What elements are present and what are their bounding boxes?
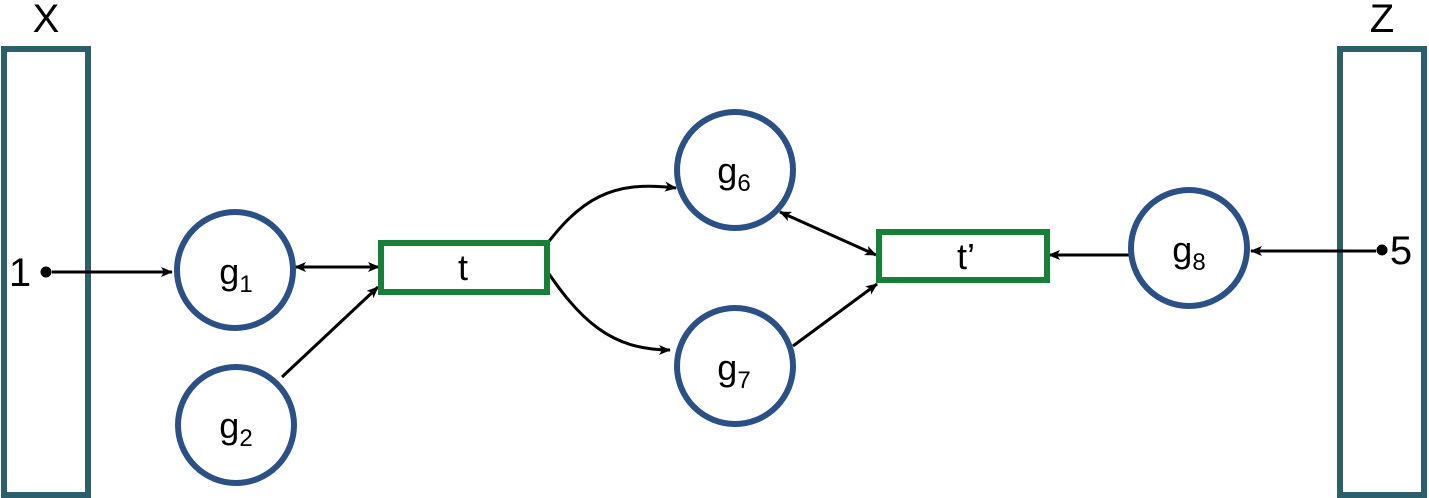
port-z-label: Z xyxy=(1370,0,1394,41)
place-g1-circle xyxy=(174,209,296,331)
transition-t-prime xyxy=(876,229,1050,283)
place-g8-label: g8 xyxy=(1172,229,1205,276)
place-g8: g8 xyxy=(1128,187,1250,309)
place-g1: g1 xyxy=(174,209,296,331)
place-g2: g2 xyxy=(175,364,297,486)
place-g7: g7 xyxy=(674,305,796,427)
place-g7-label: g7 xyxy=(717,347,750,394)
place-g7-circle xyxy=(674,305,796,427)
token-5-dot xyxy=(1376,244,1388,256)
transition-t-prime-label: t’ xyxy=(957,236,975,277)
edge-t-g6 xyxy=(539,181,677,253)
token-1-label: 1 xyxy=(9,251,31,295)
edge-t-g7 xyxy=(539,261,671,355)
place-g2-circle xyxy=(175,364,297,486)
edge-g2-t xyxy=(280,285,380,379)
token-5-label: 5 xyxy=(1390,229,1412,273)
place-g6-circle xyxy=(674,109,796,231)
transition-t-label: t xyxy=(458,247,468,288)
place-g2-label: g2 xyxy=(219,405,252,452)
edge-g7-tprime xyxy=(792,282,878,348)
transition-t xyxy=(378,240,550,295)
edges xyxy=(52,181,1376,379)
token-1-dot xyxy=(40,266,52,278)
place-g8-circle xyxy=(1128,187,1250,309)
place-g6-label: g6 xyxy=(717,150,750,197)
port-z-box xyxy=(1337,46,1427,498)
place-g1-label: g1 xyxy=(219,251,252,298)
port-x-label: X xyxy=(33,0,60,41)
place-g6: g6 xyxy=(674,109,796,231)
edge-g6-tprime xyxy=(779,210,877,257)
